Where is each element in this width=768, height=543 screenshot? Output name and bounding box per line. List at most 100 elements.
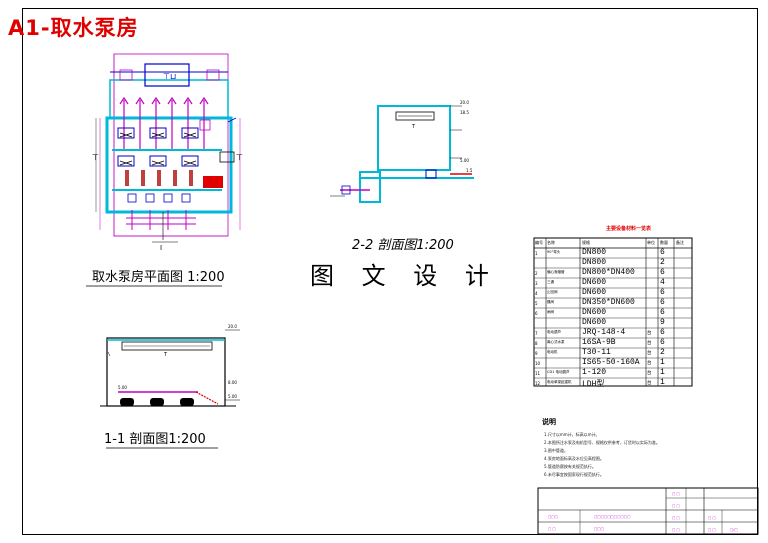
equipment-table-title: 主要设备材料一览表 [606,226,652,232]
table-header-cell: 备注 [676,240,684,245]
table-cell-name: 离心式水泵 [547,340,565,344]
table-cell-name: CD1 电动葫芦 [547,370,570,374]
section-2-2-drawing: T 20.0 18.5 5.00 1.5 [330,100,474,203]
svg-text:□ □: □ □ [672,528,680,532]
plan-dim-frame [113,53,229,237]
table-cell-qty: 9 [660,318,665,327]
table-cell-no: 9 [535,351,538,356]
table-cell-qty: 6 [660,338,665,347]
svg-text:5.00: 5.00 [228,394,237,399]
table-header-cell: 规格 [582,240,590,245]
note-item: 1.尺寸以mm计，标高以m计。 [544,432,600,437]
table-cell-name: 止回阀 [547,290,558,294]
table-cell-name: 三通 [547,280,554,284]
table-cell-qty: 2 [660,258,665,267]
table-cell-unit: 台 [647,341,652,346]
table-cell-qty: 1 [660,378,665,387]
svg-text:□□□□□□□□□□□: □□□□□□□□□□□ [594,515,630,519]
watermark-text: 图 文 设 计 [310,262,499,290]
table-cell-unit: 台 [647,351,652,356]
table-cell-unit: 台 [647,381,652,386]
table-cell-spec: IS65-50-160A [582,358,640,367]
equipment-table-grid [533,237,693,387]
table-cell-spec: DN600 [582,308,607,317]
table-cell-spec: T30-11 [582,348,611,357]
svg-text:20.0: 20.0 [228,324,237,329]
table-cell-name: 电动单梁起重机 [547,380,572,384]
table-cell-no: 6 [535,311,538,316]
note-item: 4.泵房地面标高及水位见高程图。 [544,456,604,461]
table-cell-qty: 6 [660,268,665,277]
note-item: 2.本图所注水泵及电机型号、规格仅供参考，订货时以实际为准。 [544,440,660,445]
svg-text:□ □: □ □ [708,528,716,532]
note-item: 3.图中管道。 [544,448,568,453]
table-cell-qty: 6 [660,248,665,257]
svg-text:□ □: □ □ [708,516,716,520]
table-header-cell: 数量 [660,240,668,245]
table-cell-no: 5 [535,301,538,306]
svg-text:1.5: 1.5 [466,168,473,173]
svg-text:18.5: 18.5 [460,110,469,115]
svg-text:□ □: □ □ [548,527,556,531]
notes-title: 说明 [542,418,556,426]
svg-text:□ □: □ □ [672,516,680,520]
table-header-cell: 名称 [547,240,555,245]
table-cell-no: 4 [535,291,538,296]
svg-text:⊤: ⊤ [92,153,99,162]
table-cell-no: 7 [535,331,538,336]
table-cell-spec: DN800 [582,258,607,267]
svg-text:⊤: ⊤ [236,153,243,162]
table-cell-no: 12 [535,381,541,386]
svg-text:5.00: 5.00 [460,158,469,163]
sheet-title: A1-取水泵房 [8,16,139,40]
section-2-2-title: 2-2 剖面图1:200 [352,238,454,253]
table-cell-spec: DN350*DN600 [582,298,635,307]
svg-text:□/□: □/□ [730,528,738,532]
table-cell-no: 8 [535,341,538,346]
table-cell-qty: 1 [660,368,665,377]
table-cell-no: 3 [535,281,538,286]
note-item: 5.管道防腐按有关规范执行。 [544,464,596,469]
title-block [537,487,759,535]
table-header-cell: 编号 [535,240,543,245]
intake-channel [109,79,229,119]
svg-text:□□□: □□□ [594,527,604,531]
svg-text:T: T [163,352,168,358]
table-cell-spec: DN800*DN400 [582,268,635,277]
svg-text:⊤⊔: ⊤⊔ [163,72,176,81]
table-cell-unit: 台 [647,361,652,366]
table-cell-no: 1 [535,251,538,256]
table-cell-spec: DN800 [582,248,607,257]
electrical-room [203,176,223,188]
svg-text:20.0: 20.0 [460,100,469,105]
table-cell-spec: 1-120 [582,368,607,377]
svg-text:5.00: 5.00 [118,385,127,390]
svg-text:T: T [411,124,416,130]
table-cell-qty: 1 [660,358,665,367]
svg-text:□ □: □ □ [672,492,680,496]
table-cell-unit: 台 [647,331,652,336]
svg-text:I: I [160,244,162,252]
plan-outer-wall [105,116,233,214]
table-cell-qty: 2 [660,348,665,357]
table-cell-spec: LDH型 [582,380,605,389]
table-cell-name: 偏心渐缩管 [547,270,565,274]
table-cell-spec: DN600 [582,288,607,297]
section-1-1-title: 1-1 剖面图1:200 [104,432,206,447]
table-cell-name: 90°弯头 [547,250,561,254]
table-cell-unit: 台 [647,371,652,376]
table-header-cell: 单位 [647,240,655,245]
section-1-1-drawing: T 20.0 8.00 5.00 5.00 [100,324,240,407]
plan-view-title: 取水泵房平面图 1:200 [92,270,225,285]
table-cell-spec: JRQ-148-4 [582,328,626,337]
table-cell-no: 11 [535,371,541,376]
table-cell-qty: 6 [660,328,665,337]
svg-text:□□□: □□□ [548,515,558,519]
table-cell-qty: 6 [660,288,665,297]
table-cell-name: 闸阀 [547,310,554,314]
pump-house-plan: ⊤⊔ [92,53,243,252]
table-cell-no: 2 [535,271,538,276]
svg-text:□ □: □ □ [672,504,680,508]
note-item: 6.未尽事宜按国家现行规范执行。 [544,472,604,477]
